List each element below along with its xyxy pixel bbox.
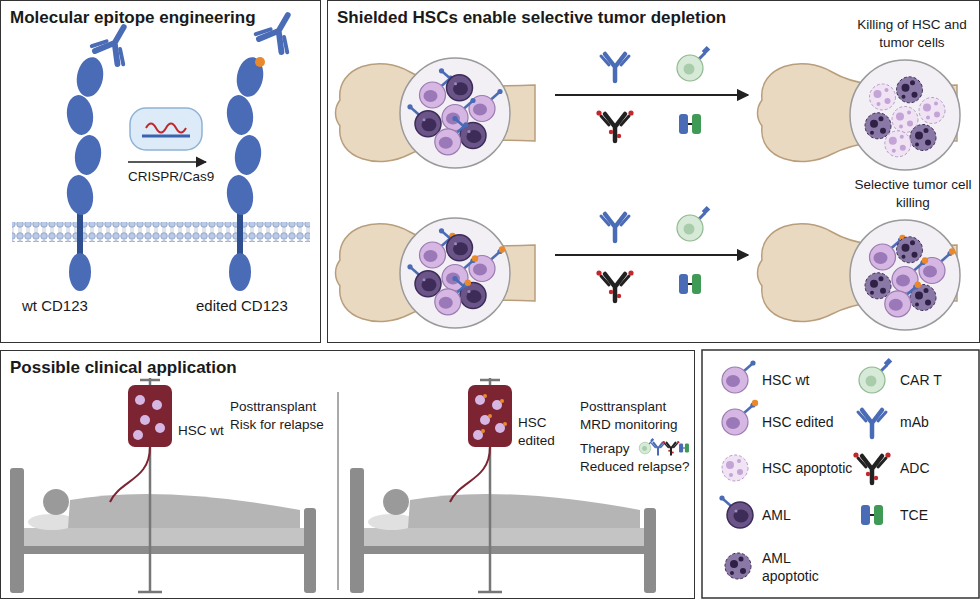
cell-icon (910, 125, 936, 151)
patient-bed (10, 468, 656, 593)
cell-icon (885, 131, 911, 157)
cell-icon (439, 228, 473, 261)
legend-text: HSC edited (762, 413, 834, 431)
label-text: Posttransplant Risk for relapse (230, 398, 334, 433)
panel: Possible clinical application (0, 350, 695, 599)
cell-icon (435, 280, 471, 315)
cell-icon (897, 237, 923, 263)
label-text: wt CD123 (22, 296, 88, 316)
panel: Shielded HSCs enable selective tumor dep… (327, 0, 980, 343)
label-text: Reduced relapse? (580, 458, 690, 476)
cell-icon (439, 68, 473, 101)
legend-icons (719, 358, 892, 579)
cas9-plasmid (128, 108, 206, 162)
label-text: Selective tumor cell killing (854, 176, 972, 211)
cell-icon (469, 89, 503, 122)
label-text: HSC edited (518, 414, 568, 449)
cell-icon (407, 104, 441, 137)
label-text: HSC wt (178, 422, 224, 440)
legend-box (702, 350, 979, 598)
cell-icon (870, 84, 896, 110)
cell-icon (919, 98, 945, 124)
label-text: CRISPR/Cas9 (128, 168, 208, 186)
panel-heading: Shielded HSCs enable selective tumor dep… (328, 1, 735, 35)
label-text: edited CD123 (196, 296, 288, 316)
cell-icon (865, 273, 891, 299)
divider (338, 392, 339, 590)
therapy-icons (639, 438, 689, 455)
label-text: Posttransplant MRD monitoring (580, 398, 690, 433)
cell-icon (897, 77, 923, 103)
legend-text: CAR T (900, 371, 942, 389)
cell-icon (919, 248, 955, 283)
cell-icon (435, 122, 469, 155)
cell-icon (407, 264, 441, 297)
iv-drip (110, 378, 512, 592)
treatment-arrows (555, 46, 748, 301)
cell-icon (885, 282, 921, 317)
legend-text: HSC apoptotic (762, 459, 852, 477)
legend-text: mAb (900, 413, 929, 431)
panel-heading: Possible clinical application (1, 351, 246, 385)
legend-text: HSC wt (762, 371, 809, 389)
cell-clusters (407, 68, 955, 317)
membrane (12, 222, 310, 242)
label-text: Killing of HSC and tumor cells (848, 16, 976, 51)
magnified-view (400, 58, 960, 330)
cell-icon (469, 246, 505, 281)
label-text: Therapy (580, 440, 630, 458)
cell-icon (865, 113, 891, 139)
panel-heading: Molecular epitope engineering (1, 1, 265, 35)
legend-text: AML apoptotic (762, 549, 832, 585)
wt-receptor (64, 18, 139, 291)
edited-receptor (224, 6, 303, 291)
legend-text: ADC (900, 459, 930, 477)
legend-text: AML (762, 506, 791, 524)
legend-text: TCE (900, 506, 928, 524)
